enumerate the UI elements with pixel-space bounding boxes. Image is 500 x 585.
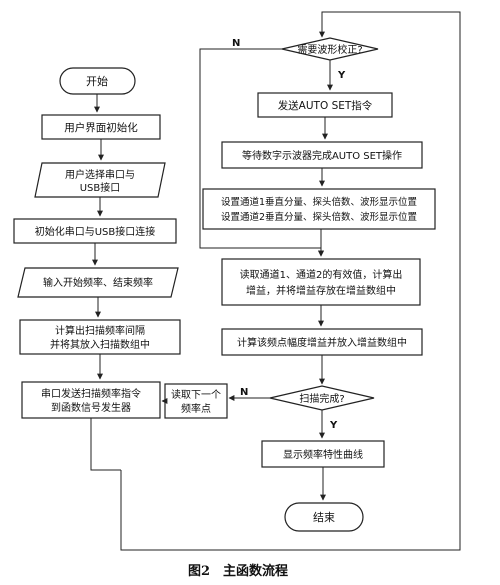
- input-freq-label: 输入开始频率、结束频率: [43, 276, 153, 289]
- set-channels-box: [202, 188, 436, 230]
- select-port-label-2: USB接口: [80, 181, 121, 194]
- set-ch2-label: 设置通道2垂直分量、探头倍数、波形显示位置: [221, 211, 417, 223]
- scan-done-no: N: [240, 387, 248, 398]
- end-terminal: [284, 502, 364, 532]
- start-label: 开始: [86, 74, 108, 88]
- need-correct-yes: Y: [337, 70, 346, 81]
- read-valid-box: [221, 258, 421, 306]
- read-valid-label-1: 读取通道1、通道2的有效值，计算出: [240, 268, 403, 281]
- init-ui-box: [41, 114, 161, 140]
- need-correct-no: N: [232, 38, 240, 49]
- send-auto-set-label: 发送AUTO SET指令: [278, 99, 373, 112]
- need-correct-decision: [281, 37, 379, 61]
- init-port-box: [13, 218, 177, 244]
- end-label: 结束: [313, 511, 335, 524]
- select-port-io: [34, 162, 166, 198]
- init-ui-label: 用户界面初始化: [64, 121, 138, 134]
- show-curve-label: 显示频率特性曲线: [283, 448, 363, 461]
- send-scan-label-1: 串口发送扫描频率指令: [41, 387, 141, 400]
- wait-auto-set-label: 等待数字示波器完成AUTO SET操作: [242, 149, 402, 162]
- send-scan-label-2: 到函数信号发生器: [51, 401, 131, 414]
- scan-done-yes: Y: [329, 420, 338, 431]
- read-valid-label-2: 增益，并将增益存放在增益数组中: [246, 284, 396, 297]
- scan-done-decision: [269, 385, 375, 411]
- calc-interval-label-2: 并将其放入扫描数组中: [50, 338, 150, 351]
- show-curve-box: [261, 440, 385, 468]
- next-freq-label-1: 读取下一个: [171, 388, 221, 401]
- send-scan-box: [21, 381, 161, 419]
- set-ch1-label: 设置通道1垂直分量、探头倍数、波形显示位置: [221, 196, 417, 208]
- wait-auto-set-box: [221, 141, 423, 169]
- init-port-label: 初始化串口与USB接口连接: [35, 225, 156, 238]
- select-port-label-1: 用户选择串口与: [65, 168, 135, 181]
- next-freq-label-2: 频率点: [181, 402, 211, 415]
- calc-interval-label-1: 计算出扫描频率间隔: [55, 324, 145, 337]
- need-correct-label: 需要波形校正?: [297, 43, 362, 56]
- loop-to-top-connector: [90, 418, 121, 471]
- calc-gain-label: 计算该频点幅度增益并放入增益数组中: [237, 336, 407, 349]
- input-freq-io: [17, 267, 179, 298]
- figure-caption: 图2 主函数流程: [188, 563, 288, 579]
- scan-done-label: 扫描完成?: [299, 392, 344, 405]
